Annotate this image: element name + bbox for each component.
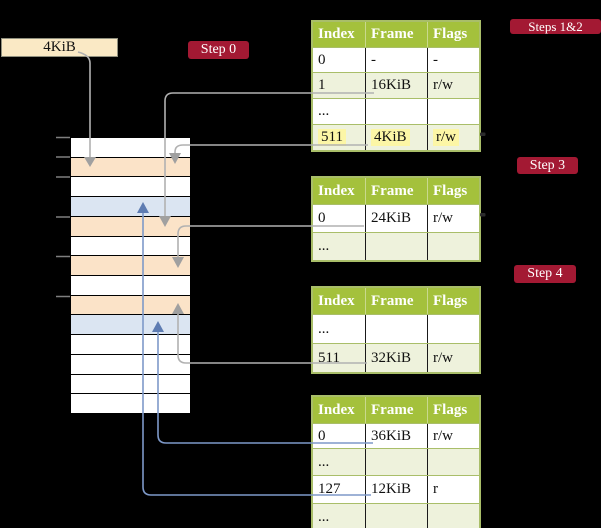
memory-frame-0kib — [71, 138, 190, 157]
physical-memory-column — [70, 137, 191, 414]
cell-index: ... — [318, 320, 330, 337]
header-cell-frame: Frame — [365, 22, 427, 47]
cell-index: 1 — [318, 77, 326, 93]
cell-flags: - — [427, 48, 479, 72]
cell-flags: r/w — [427, 205, 479, 232]
table-header-row: Index Frame Flags — [313, 178, 479, 204]
step3-badge: Step 3 — [517, 157, 578, 174]
cell-frame — [365, 449, 427, 475]
table-row: ... — [313, 448, 479, 475]
cell-flags — [427, 504, 479, 528]
cell-frame: 16KiB — [365, 73, 427, 98]
cell-flags — [427, 315, 479, 343]
highlight: r/w — [433, 129, 459, 146]
cell-flags: r/w — [427, 344, 479, 372]
step3-label: Step 3 — [529, 157, 566, 173]
root-pointer-label: 4KiB — [43, 39, 76, 55]
cell-frame — [365, 233, 427, 260]
cell-index: 0 — [318, 427, 326, 444]
memory-frame-44kib — [71, 353, 190, 374]
table-row-highlighted: 511 4KiB r/w — [313, 124, 479, 150]
steps-1-2-label: Steps 1&2 — [528, 18, 583, 34]
table-row: ... — [313, 232, 479, 260]
cell-frame: 24KiB — [365, 205, 427, 232]
page-table-level3: Index Frame Flags ... 511 32KiB r/w — [311, 286, 481, 374]
step4-label: Step 4 — [527, 266, 563, 281]
cell-flags — [427, 233, 479, 260]
table-row: 0 - - — [313, 47, 479, 72]
cell-index: ... — [318, 103, 330, 119]
memory-frame-4kib — [71, 156, 190, 177]
header-cell-flags: Flags — [427, 22, 479, 47]
memory-frame-48kib — [71, 373, 190, 394]
table-row: 0 36KiB r/w — [313, 423, 479, 448]
table-header-row: Index Frame Flags — [313, 22, 479, 47]
cell-flags — [427, 99, 479, 124]
cell-index: 511 — [313, 125, 365, 150]
table-row: 127 12KiB r — [313, 475, 479, 503]
header-cell-frame: Frame — [365, 178, 427, 204]
page-table-level4: Index Frame Flags 0 36KiB r/w ... 127 12… — [311, 395, 481, 528]
step0-badge: Step 0 — [188, 41, 249, 59]
memory-frame-12kib — [71, 196, 190, 216]
table-row: ... — [313, 314, 479, 343]
cell-index: ... — [318, 238, 330, 254]
cell-index: ... — [318, 453, 330, 470]
memory-frame-24kib — [71, 255, 190, 276]
cell-frame: 32KiB — [365, 344, 427, 372]
header-cell-flags: Flags — [427, 288, 479, 314]
header-cell-index: Index — [318, 26, 355, 42]
memory-frame-36kib — [71, 314, 190, 335]
cell-frame: - — [365, 48, 427, 72]
table-row: ... — [313, 98, 479, 124]
table-row: 1 16KiB r/w — [313, 72, 479, 98]
cell-index: 0 — [318, 51, 326, 68]
header-cell-flags: Flags — [427, 178, 479, 204]
cell-index: 127 — [318, 481, 341, 497]
cell-flags — [427, 449, 479, 475]
memory-frame-52kib — [71, 393, 190, 414]
table-header-row: Index Frame Flags — [313, 397, 479, 423]
header-cell-index: Index — [318, 401, 355, 418]
step0-label: Step 0 — [200, 42, 237, 57]
header-cell-index: Index — [318, 182, 355, 199]
cell-index: 0 — [318, 210, 326, 226]
cell-frame: 36KiB — [365, 424, 427, 448]
header-cell-frame: Frame — [365, 397, 427, 423]
page-table-level2: Index Frame Flags 0 24KiB r/w ... — [311, 176, 481, 262]
cell-flags: r/w — [427, 73, 479, 98]
memory-frame-40kib — [71, 334, 190, 354]
memory-frame-32kib — [71, 294, 190, 315]
cell-flags: r — [427, 476, 479, 503]
page-table-level1: Index Frame Flags 0 - - 1 16KiB r/w ... … — [311, 20, 481, 152]
header-cell-frame: Frame — [365, 288, 427, 314]
table-header-row: Index Frame Flags — [313, 288, 479, 314]
cell-flags: r/w — [427, 125, 479, 150]
cell-frame — [365, 504, 427, 528]
table-row: 0 24KiB r/w — [313, 204, 479, 232]
step4-badge: Step 4 — [514, 265, 576, 283]
table-row: ... — [313, 503, 479, 528]
highlight: 511 — [318, 129, 346, 146]
table-row: 511 32KiB r/w — [313, 343, 479, 372]
cell-flags: r/w — [427, 424, 479, 448]
cell-frame — [365, 315, 427, 343]
memory-frame-16kib — [71, 215, 190, 236]
header-cell-index: Index — [318, 292, 355, 309]
cell-frame — [365, 99, 427, 124]
memory-frame-28kib — [71, 275, 190, 295]
memory-tick-marks — [56, 136, 70, 298]
header-cell-flags: Flags — [427, 397, 479, 423]
cell-index: ... — [318, 508, 330, 525]
memory-frame-8kib — [71, 176, 190, 197]
cell-frame: 12KiB — [365, 476, 427, 503]
memory-frame-20kib — [71, 235, 190, 256]
cell-frame: 4KiB — [365, 125, 427, 150]
steps-1-2-badge: Steps 1&2 — [510, 19, 601, 34]
cell-index: 511 — [318, 349, 340, 366]
root-pointer-box: 4KiB — [1, 38, 118, 57]
highlight: 4KiB — [371, 129, 410, 146]
